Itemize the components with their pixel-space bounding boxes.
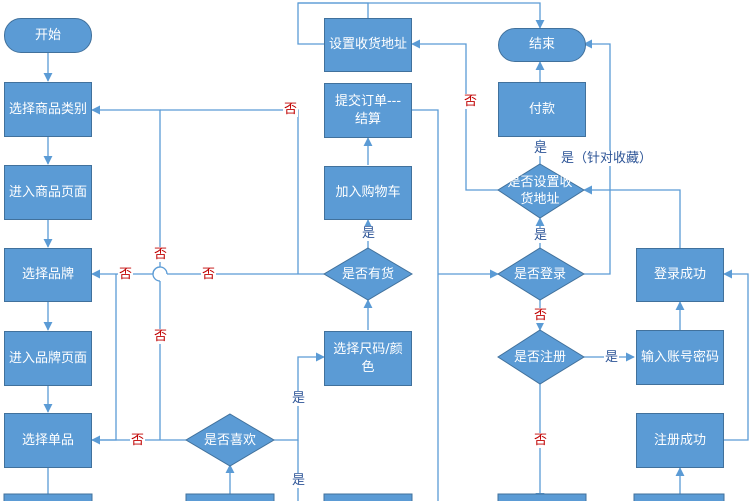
node-end: 结束: [498, 28, 586, 62]
node-select-category: 选择商品类别: [4, 82, 92, 137]
partial-box-mid: [185, 493, 275, 501]
node-add-to-cart: 加入购物车: [324, 166, 412, 220]
node-enter-account: 输入账号密码: [636, 330, 724, 385]
node-select-size-color: 选择尺码/颜色: [324, 331, 412, 386]
label-no-login: 否: [533, 308, 549, 323]
label-no-brand-left: 否: [118, 267, 134, 282]
label-no-register: 否: [533, 433, 549, 448]
node-brand-page: 进入品牌页面: [4, 331, 92, 386]
edge-item-no-brand: [92, 274, 117, 441]
node-submit-order: 提交订单---结算: [324, 83, 412, 138]
partial-box-right1: [497, 493, 587, 501]
label-yes-pay: 是: [533, 141, 549, 156]
edge-submit-login: [412, 109, 439, 501]
decision-logged-in-shape: [497, 247, 585, 301]
label-yes-size: 是: [291, 391, 307, 406]
node-pay: 付款: [498, 82, 586, 137]
decision-address-set-shape: [497, 163, 585, 219]
label-no-vertical-1: 否: [153, 247, 169, 262]
label-no-vertical-2: 否: [153, 329, 169, 344]
edge-regsuccess-loginsuccess: [723, 269, 749, 441]
node-select-brand: 选择品牌: [4, 248, 92, 302]
edge-top-to-end: [298, 2, 545, 29]
partial-box-right2: [633, 493, 725, 501]
label-yes-account: 是: [604, 350, 620, 365]
node-select-item: 选择单品: [4, 413, 92, 468]
edge-no-up-category-2: [91, 105, 161, 267]
label-no-item: 否: [130, 433, 146, 448]
decision-like-shape: [185, 413, 275, 467]
decision-in-stock-shape: [323, 247, 413, 301]
partial-box-center: [323, 493, 413, 501]
node-register-success: 注册成功: [636, 413, 724, 468]
node-product-page: 进入商品页面: [4, 165, 92, 220]
edge-addressset-no-address: [411, 39, 498, 191]
label-no-brand-mid: 否: [201, 267, 217, 282]
edge-instock-no-category: [160, 109, 299, 274]
crossing-hop-160: [152, 266, 168, 275]
label-yes-below: 是: [291, 473, 307, 488]
node-start: 开始: [4, 18, 92, 53]
crossing-hop-160-v: [152, 266, 161, 282]
partial-box-left: [3, 493, 93, 501]
decision-registered-shape: [497, 329, 585, 385]
node-set-address: 设置收货地址: [324, 18, 412, 72]
label-yes-cart: 是: [361, 226, 377, 241]
label-no-address: 否: [463, 94, 479, 109]
label-yes-favorites: 是（针对收藏）: [560, 151, 654, 166]
label-yes-addressset: 是: [533, 228, 549, 243]
label-no-category: 否: [283, 102, 299, 117]
edge-loginsuccess-addressset: [583, 185, 681, 248]
node-login-success: 登录成功: [636, 248, 724, 302]
